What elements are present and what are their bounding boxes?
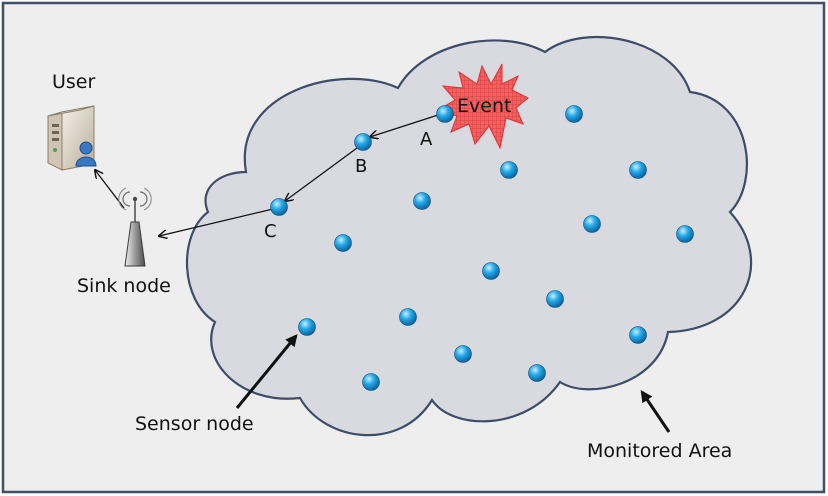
sensor-node-label: Sensor node <box>135 413 254 435</box>
arrow-b-to-c <box>285 147 358 201</box>
sensor-node <box>482 262 500 280</box>
sensor-node <box>413 192 431 210</box>
sensor-node <box>629 326 647 344</box>
event-label: Event <box>457 95 511 117</box>
sensor-node <box>676 225 694 243</box>
node-a-label: A <box>420 129 433 150</box>
arrow-c-to-sink <box>159 208 274 236</box>
sensor-node <box>298 318 316 336</box>
sensor-node <box>546 290 564 308</box>
sensor-node <box>583 215 601 233</box>
sensor-node-a <box>436 105 454 123</box>
sensor-nodes <box>270 105 694 391</box>
monitored-area-pointer <box>640 390 671 433</box>
sensor-node-pointer <box>235 334 298 409</box>
sensor-node <box>565 105 583 123</box>
sensor-node <box>454 345 472 363</box>
sensor-node <box>399 308 417 326</box>
sensor-node <box>528 364 546 382</box>
sensor-node-b <box>354 133 372 151</box>
sensor-node-c <box>270 198 288 216</box>
node-b-label: B <box>355 156 367 177</box>
antenna-tower-icon <box>118 187 152 267</box>
arrow-a-to-b <box>370 114 439 137</box>
sensor-node <box>334 234 352 252</box>
monitored-area-cloud <box>185 35 753 437</box>
monitored-area-label: Monitored Area <box>587 440 732 462</box>
sensor-node <box>629 161 647 179</box>
user-label: User <box>52 71 95 93</box>
computer-server-user-icon <box>47 105 97 171</box>
sensor-node <box>362 373 380 391</box>
explosion-burst-icon <box>436 63 529 150</box>
sink-node-label: Sink node <box>77 275 171 297</box>
sensor-node <box>500 161 518 179</box>
node-c-label: C <box>264 221 277 242</box>
